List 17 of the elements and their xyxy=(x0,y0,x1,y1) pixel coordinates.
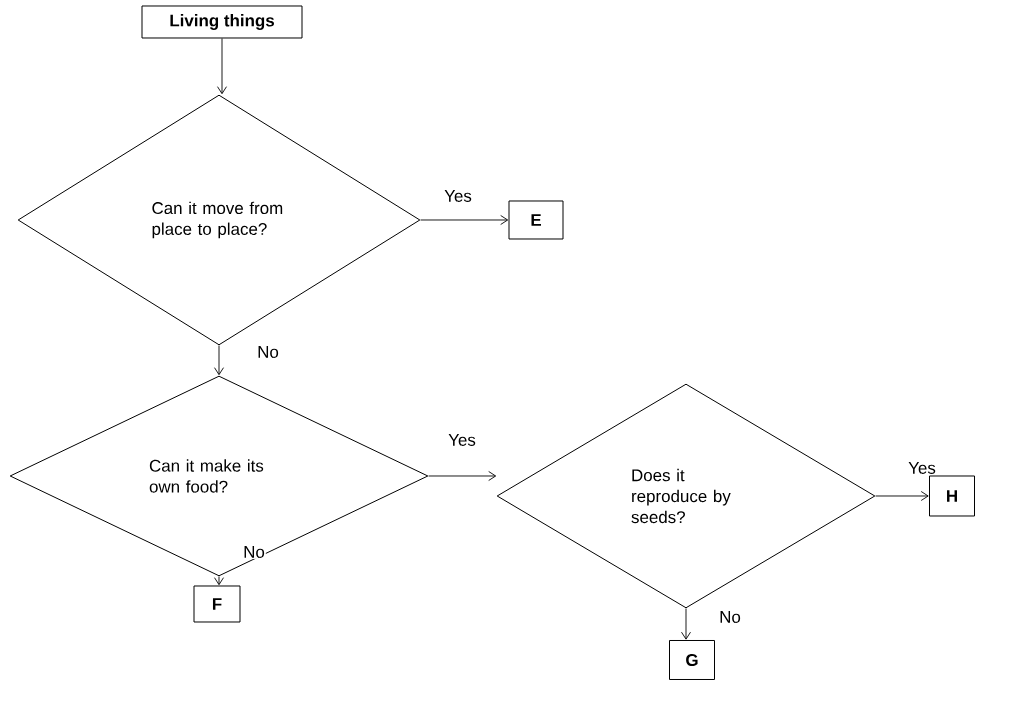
result-box: E xyxy=(508,200,564,240)
arrow xyxy=(214,345,224,376)
edge-label: No xyxy=(256,345,280,359)
arrow xyxy=(420,215,509,225)
arrow xyxy=(217,38,227,95)
start-box: Living things xyxy=(141,5,303,39)
edge-label: No xyxy=(242,545,266,559)
arrow xyxy=(875,491,929,501)
result-box: F xyxy=(193,585,241,623)
edge-label: Yes xyxy=(907,461,937,475)
result-box: H xyxy=(929,475,975,517)
edge-label: Yes xyxy=(443,189,473,203)
edge-label: Yes xyxy=(447,433,477,447)
edge-label: No xyxy=(718,610,742,624)
arrow xyxy=(681,608,691,640)
arrow xyxy=(428,471,497,481)
result-box: G xyxy=(669,640,715,680)
